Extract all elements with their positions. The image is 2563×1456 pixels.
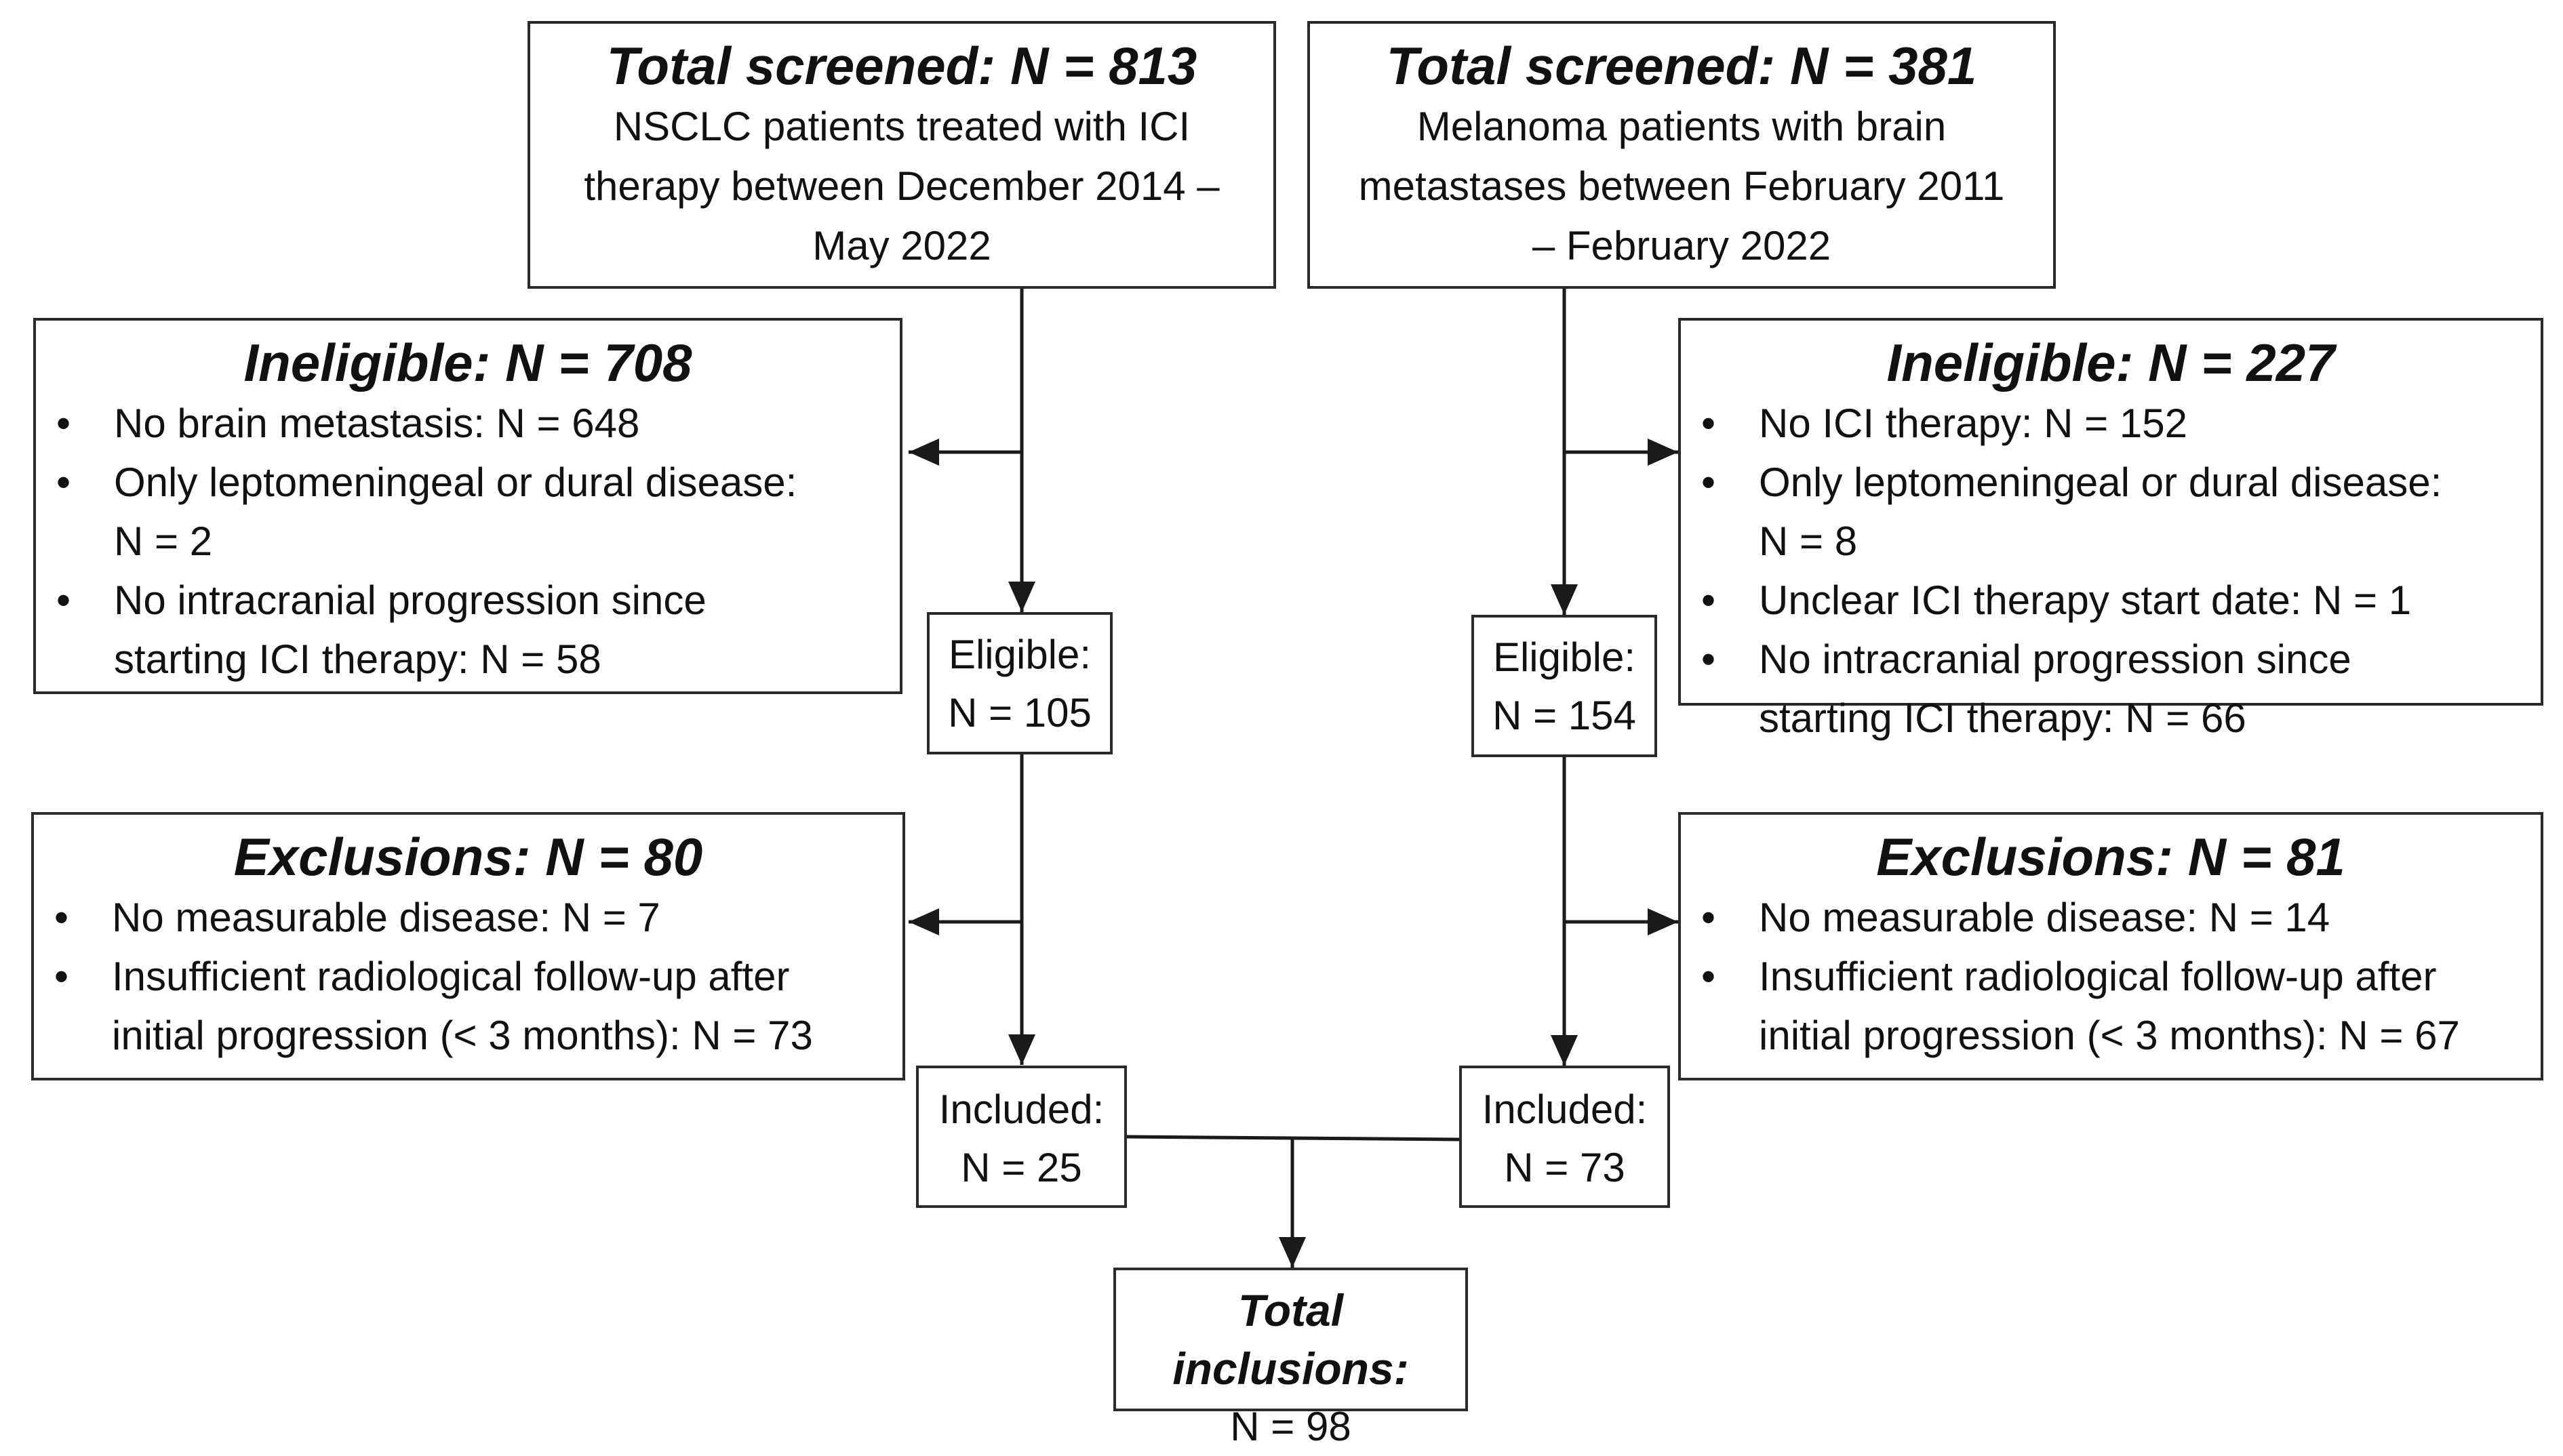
nsclc-ineligible-item: No brain metastasis: N = 648 — [36, 394, 836, 453]
melanoma-screened-box: Total screened: N = 381 Melanoma patient… — [1307, 21, 2056, 289]
melanoma-screened-line-1: Melanoma patients with brain — [1416, 104, 1947, 149]
melanoma-screened-description: Melanoma patients with brain metastases … — [1310, 97, 2053, 276]
melanoma-included-box: Included: N = 73 — [1459, 1066, 1670, 1208]
nsclc-exclusions-title: Exclusions: N = 80 — [233, 827, 703, 887]
melanoma-eligible-value: N = 154 — [1492, 693, 1636, 738]
melanoma-exclusions-item: No measurable disease: N = 14 — [1681, 888, 2467, 947]
nsclc-included-value: N = 25 — [961, 1145, 1082, 1190]
melanoma-ineligible-list: No ICI therapy: N = 152 Only leptomening… — [1681, 394, 2467, 748]
nsclc-exclusions-list: No measurable disease: N = 7 Insufficien… — [34, 888, 820, 1065]
nsclc-eligible-value: N = 105 — [948, 690, 1092, 735]
melanoma-included-value: N = 73 — [1504, 1145, 1625, 1190]
total-inclusions-value: N = 98 — [1230, 1404, 1351, 1449]
melanoma-ineligible-title: Ineligible: N = 227 — [1886, 333, 2335, 392]
nsclc-exclusions-box: Exclusions: N = 80 No measurable disease… — [31, 812, 905, 1080]
nsclc-exclusions-item: Insufficient radiological follow-up afte… — [34, 947, 820, 1065]
melanoma-eligible-box: Eligible: N = 154 — [1471, 615, 1657, 757]
melanoma-screened-title: Total screened: N = 381 — [1386, 36, 1977, 96]
nsclc-eligible-box: Eligible: N = 105 — [927, 612, 1113, 754]
nsclc-ineligible-box: Ineligible: N = 708 No brain metastasis:… — [33, 318, 902, 694]
melanoma-ineligible-item: No intracranial progression since starti… — [1681, 630, 2467, 748]
nsclc-included-label: Included: — [938, 1087, 1105, 1132]
melanoma-included-label: Included: — [1482, 1087, 1648, 1132]
melanoma-ineligible-box: Ineligible: N = 227 No ICI therapy: N = … — [1678, 318, 2543, 741]
melanoma-exclusions-list: No measurable disease: N = 14 Insufficie… — [1681, 888, 2467, 1065]
nsclc-eligible-label: Eligible: — [948, 632, 1092, 677]
nsclc-exclusions-item: No measurable disease: N = 7 — [34, 888, 820, 947]
nsclc-screened-line-3: May 2022 — [812, 223, 991, 268]
total-inclusions-label: Total inclusions: — [1172, 1285, 1409, 1394]
nsclc-ineligible-item: No intracranial progression since starti… — [36, 571, 836, 689]
nsclc-screened-line-1: NSCLC patients treated with ICI — [613, 104, 1191, 149]
total-inclusions-box: Total inclusions: N = 98 — [1113, 1268, 1468, 1449]
melanoma-ineligible-item: Unclear ICI therapy start date: N = 1 — [1681, 571, 2467, 630]
melanoma-eligible-label: Eligible: — [1492, 634, 1636, 680]
nsclc-screened-box: Total screened: N = 813 NSCLC patients t… — [528, 21, 1276, 289]
melanoma-exclusions-title: Exclusions: N = 81 — [1876, 827, 2345, 887]
nsclc-ineligible-list: No brain metastasis: N = 648 Only leptom… — [36, 394, 836, 689]
melanoma-exclusions-box: Exclusions: N = 81 No measurable disease… — [1678, 812, 2543, 1080]
nsclc-ineligible-item: Only leptomeningeal or dural disease: N … — [36, 453, 836, 571]
melanoma-screened-line-3: – February 2022 — [1532, 223, 1831, 268]
melanoma-ineligible-item: Only leptomeningeal or dural disease: N … — [1681, 453, 2467, 571]
melanoma-exclusions-item: Insufficient radiological follow-up afte… — [1681, 947, 2467, 1065]
melanoma-ineligible-item: No ICI therapy: N = 152 — [1681, 394, 2467, 453]
nsclc-screened-description: NSCLC patients treated with ICI therapy … — [530, 97, 1273, 276]
nsclc-included-box: Included: N = 25 — [916, 1066, 1127, 1208]
nsclc-screened-line-2: therapy between December 2014 – — [584, 163, 1220, 209]
nsclc-screened-title: Total screened: N = 813 — [606, 36, 1197, 96]
melanoma-screened-line-2: metastases between February 2011 — [1358, 163, 2005, 209]
nsclc-ineligible-title: Ineligible: N = 708 — [243, 333, 692, 392]
